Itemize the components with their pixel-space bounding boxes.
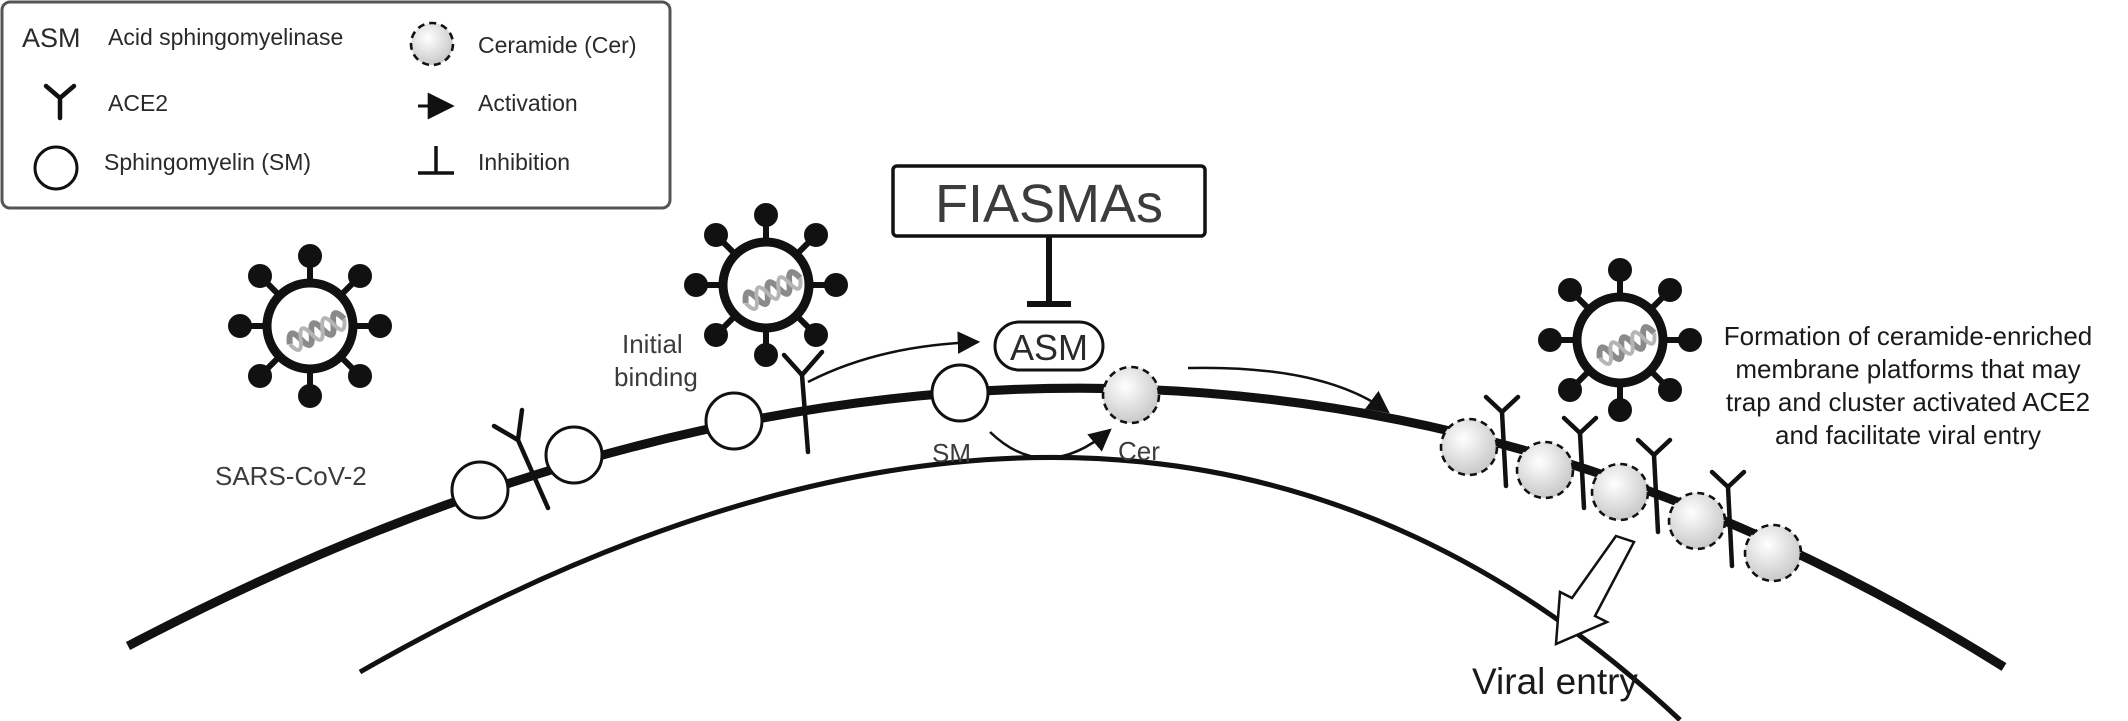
legend: ASM Acid sphingomyelinase ACE2 Sphingomy… — [0, 0, 672, 210]
ceramide-lipid — [1439, 417, 1499, 477]
legend-box — [0, 0, 672, 210]
cell-membrane — [125, 383, 2007, 671]
ace2-receptor-icon — [1483, 394, 1521, 489]
activation-arrow-to-asm — [807, 331, 981, 384]
ceramide-lipid — [1590, 462, 1650, 522]
ace2-receptor-icon — [1635, 437, 1673, 535]
ace2-receptor-icon — [781, 349, 825, 455]
ceramide-legend-icon — [409, 21, 455, 67]
cer-label: Cer — [1118, 436, 1160, 466]
activation-arrow-to-platform — [1187, 366, 1390, 414]
ceramide-lipid — [1743, 523, 1803, 583]
ceramide-platform — [1439, 394, 1803, 583]
inhibition-bar-icon — [418, 146, 454, 175]
sphingomyelin-lipid — [704, 391, 764, 451]
sphingomyelin-legend-icon — [33, 145, 79, 191]
sars-cov-2-virus-icon — [231, 247, 389, 405]
legend-asm-symbol: ASM — [22, 23, 81, 53]
conversion-arrow — [989, 428, 1112, 460]
virus-label: SARS-CoV-2 — [215, 461, 367, 491]
legend-activation-label: Activation — [478, 90, 578, 116]
sphingomyelin-lipid — [930, 363, 990, 423]
binding-virus-icon — [687, 206, 845, 364]
viral-entry-arrow — [1554, 534, 1636, 646]
sm-label: SM — [932, 438, 971, 468]
asm-label: ASM — [1010, 327, 1088, 368]
ace2-receptor-icon — [1561, 415, 1599, 511]
description-line-3: trap and cluster activated ACE2 — [1726, 387, 2090, 417]
description-line-4: and facilitate viral entry — [1775, 420, 2041, 450]
inhibition-bar — [1027, 236, 1071, 307]
fiasmas-label: FIASMAs — [935, 174, 1163, 234]
legend-sm-label: Sphingomyelin (SM) — [104, 149, 311, 175]
ceramide-lipid — [1101, 365, 1161, 425]
entering-virus-icon — [1541, 261, 1699, 419]
legend-ace2-label: ACE2 — [108, 90, 168, 116]
ace2-receptor-icon — [1709, 469, 1747, 569]
legend-cer-label: Ceramide (Cer) — [478, 32, 636, 58]
ceramide-lipid — [1667, 491, 1727, 551]
legend-inhibition-label: Inhibition — [478, 149, 570, 175]
initial-binding-label-line2: binding — [614, 362, 698, 392]
viral-entry-label: Viral entry — [1472, 661, 1638, 702]
description-line-1: Formation of ceramide-enriched — [1724, 321, 2093, 351]
initial-binding-label-line1: Initial — [622, 329, 683, 359]
platform-description: Formation of ceramide-enriched membrane … — [1724, 321, 2093, 450]
asm-enzyme — [993, 320, 1105, 372]
ceramide-lipid — [1515, 440, 1575, 500]
ace2-legend-icon — [43, 83, 77, 121]
ace2-receptor-icon — [491, 407, 551, 511]
inner-membrane — [358, 454, 1682, 721]
legend-asm-label: Acid sphingomyelinase — [108, 24, 343, 50]
sphingomyelin-lipid — [544, 425, 604, 485]
sphingomyelin-lipid — [450, 460, 510, 520]
description-line-2: membrane platforms that may — [1735, 354, 2080, 384]
